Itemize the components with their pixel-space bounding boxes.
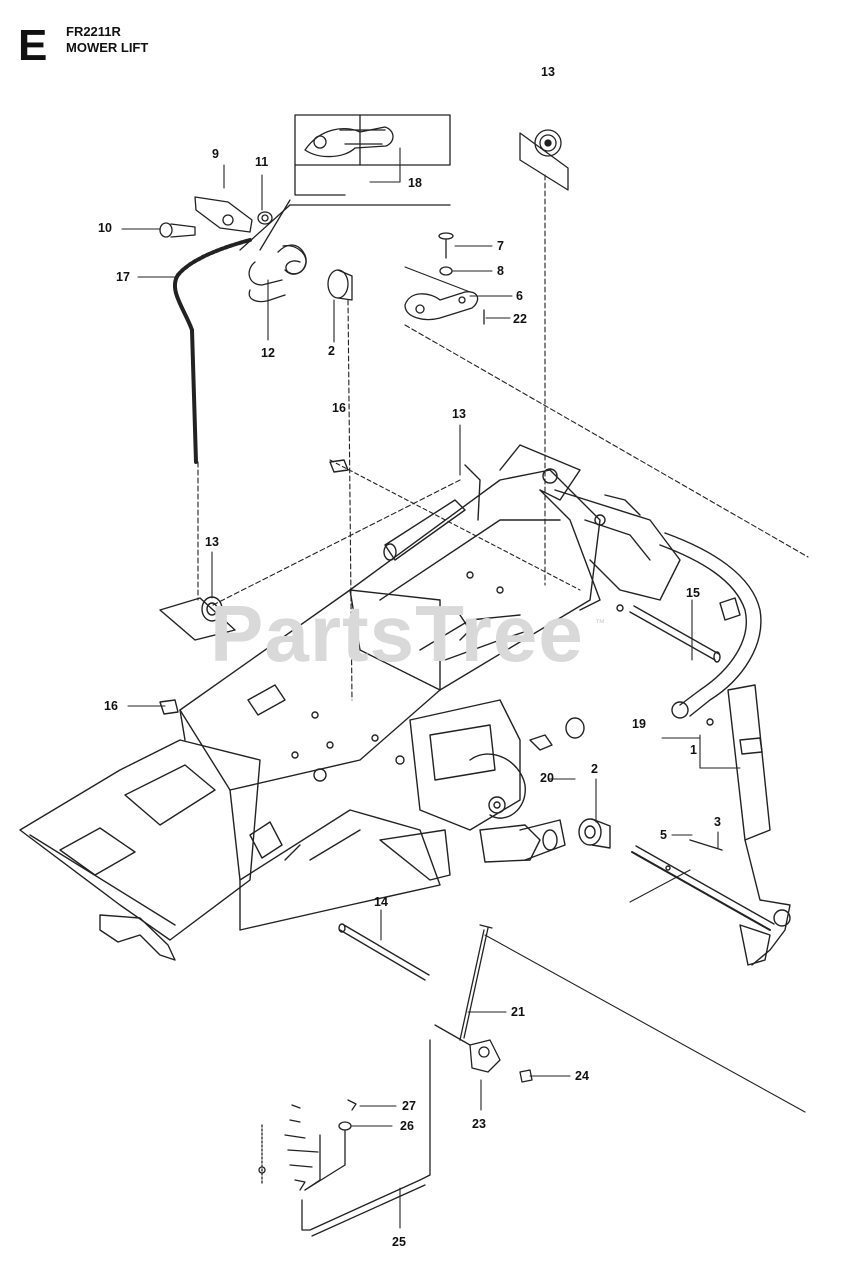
callout-26: 26 [400, 1119, 414, 1133]
inset-box-18 [239, 114, 451, 251]
callout-16-left: 16 [104, 699, 118, 713]
callout-14: 14 [374, 895, 388, 909]
page-title: MOWER LIFT [66, 40, 149, 55]
callout-13-left: 13 [205, 535, 219, 549]
callout-22: 22 [513, 312, 527, 326]
lift-handle-group [578, 532, 791, 966]
callout-23: 23 [472, 1117, 486, 1131]
callout-5: 5 [660, 828, 667, 842]
callout-18: 18 [408, 176, 422, 190]
bracket-9-group [159, 196, 353, 464]
watermark-trademark: ™ [595, 618, 605, 629]
callout-17: 17 [116, 270, 130, 284]
rod-14 [338, 923, 430, 981]
roller-13-top [519, 129, 569, 191]
callout-7: 7 [497, 239, 504, 253]
callout-20: 20 [540, 771, 554, 785]
model-number: FR2211R [66, 24, 121, 39]
arm-6-group [404, 232, 485, 325]
callout-19: 19 [632, 717, 646, 731]
callout-8: 8 [497, 264, 504, 278]
watermark-text: PartsTree [210, 589, 584, 678]
callout-9: 9 [212, 147, 219, 161]
callout-2-top: 2 [328, 344, 335, 358]
callout-1: 1 [690, 743, 697, 757]
callout-27: 27 [402, 1099, 416, 1113]
lower-linkage-group [258, 924, 533, 1237]
callout-21: 21 [511, 1005, 525, 1019]
callout-3: 3 [714, 815, 721, 829]
leader-lines [121, 147, 809, 1229]
callout-11: 11 [255, 155, 269, 169]
callout-25: 25 [392, 1235, 406, 1249]
callout-16-top: 16 [332, 401, 346, 415]
callout-10: 10 [98, 221, 112, 235]
callout-2-mid: 2 [591, 762, 598, 776]
callout-6: 6 [516, 289, 523, 303]
section-letter: E [18, 21, 48, 70]
callout-24: 24 [575, 1069, 589, 1083]
main-frame [19, 444, 681, 961]
callout-12: 12 [261, 346, 275, 360]
callout-15: 15 [686, 586, 700, 600]
callout-13-top: 13 [541, 65, 555, 79]
callout-13-mid: 13 [452, 407, 466, 421]
